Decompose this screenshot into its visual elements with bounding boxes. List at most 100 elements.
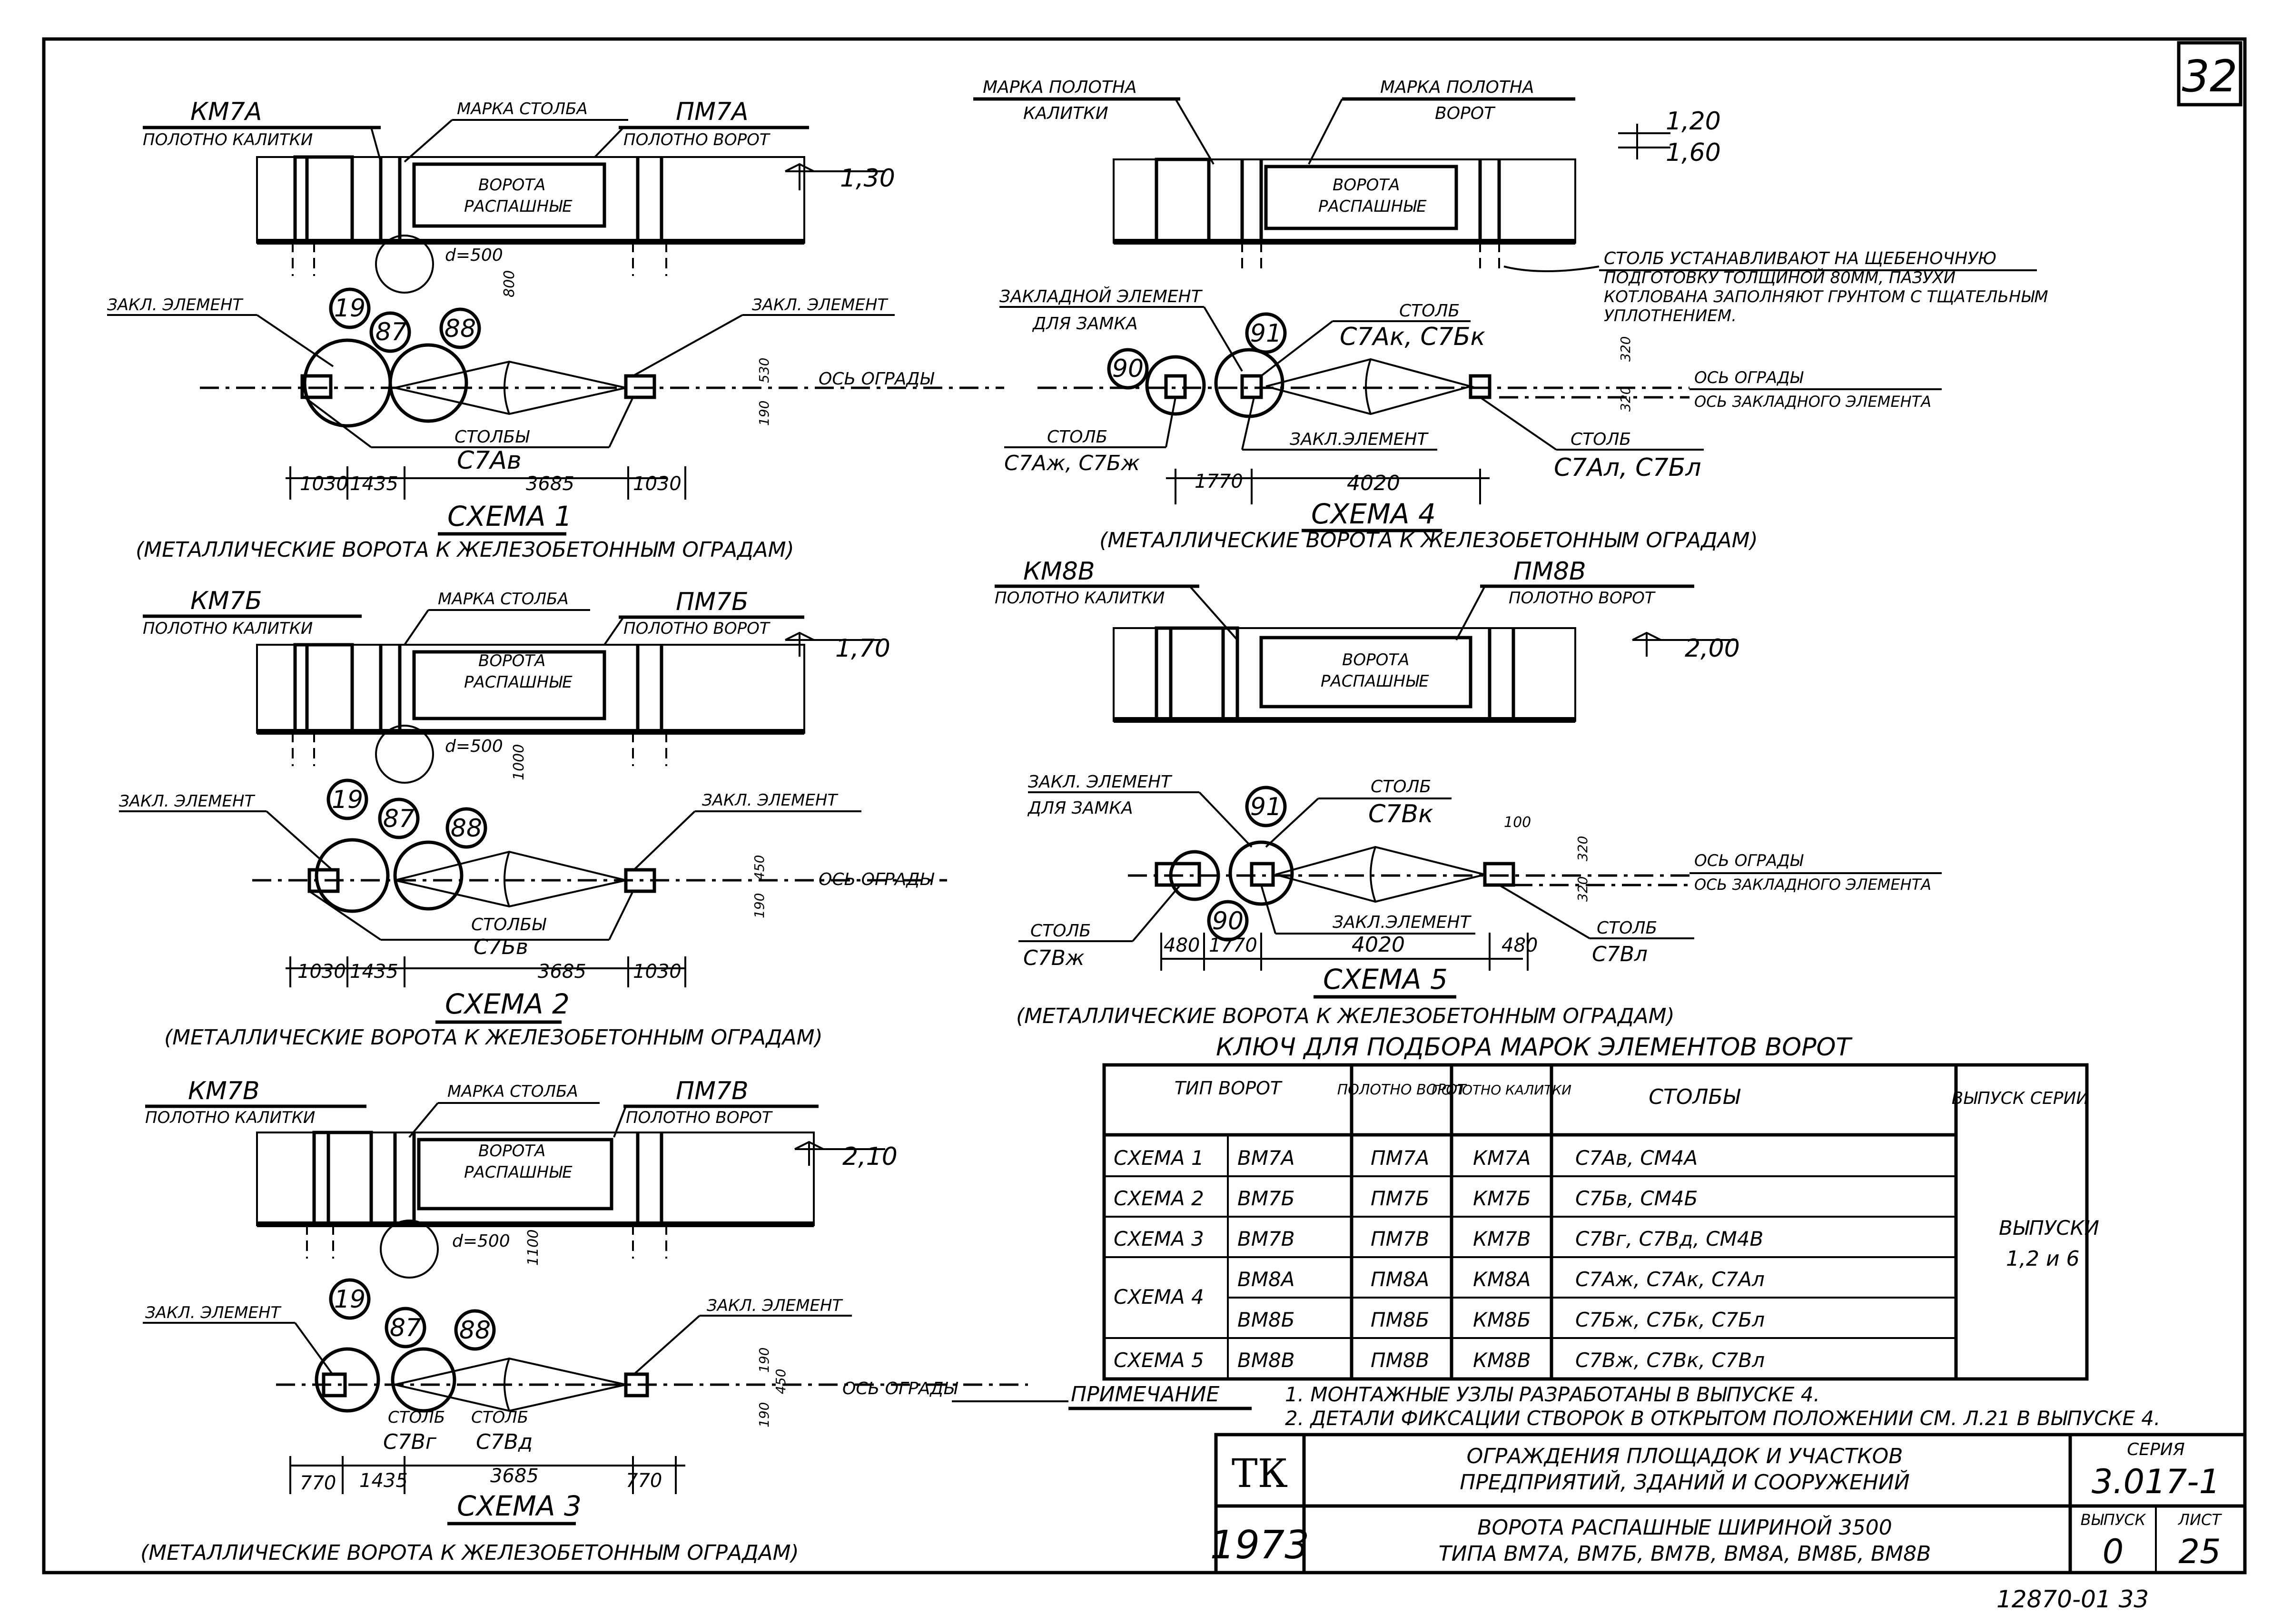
note-line-4: УПЛОТНЕНИЕМ. <box>1604 306 1737 325</box>
gate-mark: ПМ7А <box>676 98 749 126</box>
post-left-label: СТОЛБ <box>1047 427 1107 447</box>
cell-type: ВМ8Б <box>1237 1308 1295 1331</box>
table-row: СХЕМА 2 ВМ7Б ПМ7Б КМ7Б С7Бв, СМ4Б <box>1114 1187 1698 1210</box>
gate-text-1: ВОРОТА <box>1333 176 1400 195</box>
cell-scheme: СХЕМА 1 <box>1114 1146 1204 1170</box>
gate-text-1: ВОРОТА <box>478 1142 545 1161</box>
height: 1,30 <box>840 164 895 193</box>
title-2: ПРЕДПРИЯТИЙ, ЗДАНИЙ И СООРУЖЕНИЙ <box>1460 1469 1910 1495</box>
cell-type: ВМ7А <box>1237 1146 1295 1170</box>
sub-2: ТИПА ВМ7А, ВМ7Б, ВМ7В, ВМ8А, ВМ8Б, ВМ8В <box>1439 1542 1931 1566</box>
release-2: 1,2 и 6 <box>2006 1247 2080 1271</box>
scheme-4: МАРКА ПОЛОТНА КАЛИТКИ МАРКА ПОЛОТНА ВОРО… <box>973 78 2048 552</box>
post-right-label: СТОЛБ <box>471 1408 528 1427</box>
node-90: 90 <box>1212 907 1244 935</box>
dim-a: 480 <box>1164 935 1200 956</box>
note-label: ПРИМЕЧАНИЕ <box>1071 1382 1220 1407</box>
dim-d: 1030 <box>633 961 682 983</box>
scheme-1: КМ7А ПОЛОТНО КАЛИТКИ МАРКА СТОЛБА ПМ7А П… <box>107 98 1004 562</box>
cell-gate: ПМ7В <box>1371 1227 1429 1250</box>
post-right-mark: С7Вл <box>1592 942 1648 966</box>
dim-a: 1770 <box>1195 471 1243 492</box>
sheet-number-box <box>2177 41 2242 107</box>
axis-1: ОСЬ ОГРАДЫ <box>1694 368 1804 387</box>
dim-a: 1030 <box>300 473 348 495</box>
axis: ОСЬ ОГРАДЫ <box>819 870 934 889</box>
embed: ЗАКЛ.ЭЛЕМЕНТ <box>1290 430 1429 449</box>
scheme-5: КМ8В ПОЛОТНО КАЛИТКИ ПМ8В ПОЛОТНО ВОРОТ … <box>995 557 1942 1028</box>
embed-left: ЗАКЛ. ЭЛЕМЕНТ <box>119 792 256 811</box>
axis: ОСЬ ОГРАДЫ <box>842 1379 958 1398</box>
dim-c: 3685 <box>490 1465 539 1487</box>
scheme-title: СХЕМА 1 <box>447 500 572 532</box>
embed-lock-1: ЗАКЛАДНОЙ ЭЛЕМЕНТ <box>999 286 1203 306</box>
node-19: 19 <box>334 1285 366 1314</box>
cell-gate: ПМ8А <box>1371 1268 1429 1291</box>
header-wicket: ПОЛОТНО КАЛИТКИ <box>1432 1082 1571 1098</box>
height-1: 1,20 <box>1666 107 1721 136</box>
cell-scheme: СХЕМА 3 <box>1114 1227 1204 1250</box>
dim-v1: 320 <box>1575 836 1590 861</box>
embed: ЗАКЛ.ЭЛЕМЕНТ <box>1333 913 1472 932</box>
height: 2,00 <box>1685 634 1740 663</box>
post-right-mark: С7Вд <box>476 1430 533 1454</box>
release-label: ВЫПУСК <box>2081 1511 2146 1529</box>
posts-mark: С7Ав <box>457 446 522 475</box>
post-right-mark: С7Ал, С7Бл <box>1554 453 1701 482</box>
node-91: 91 <box>1250 319 1282 348</box>
leaf-left-label-1: МАРКА ПОЛОТНА <box>983 78 1137 97</box>
leaf-left-label-2: КАЛИТКИ <box>1023 104 1108 123</box>
node-88: 88 <box>459 1316 491 1345</box>
axis: ОСЬ ОГРАДЫ <box>819 369 934 389</box>
note-line-2: 2. ДЕТАЛИ ФИКСАЦИИ СТВОРОК В ОТКРЫТОМ ПО… <box>1285 1407 2160 1430</box>
dim-v1: 450 <box>751 855 767 880</box>
node-87: 87 <box>390 1314 421 1342</box>
embed-lock-1: ЗАКЛ. ЭЛЕМЕНТ <box>1028 772 1173 792</box>
notes: ПРИМЕЧАНИЕ 1. МОНТАЖНЫЕ УЗЛЫ РАЗРАБОТАНЫ… <box>952 1382 2160 1430</box>
node-87: 87 <box>383 805 415 833</box>
embed-left: ЗАКЛ. ЭЛЕМЕНТ <box>107 295 244 315</box>
table-row: СХЕМА 4 ВМ8А ПМ8А КМ8А С7Аж, С7Ак, С7Ал <box>1114 1268 1765 1309</box>
dim-v1: 320 <box>1618 336 1633 362</box>
cell-posts: С7Бж, С7Бк, С7Бл <box>1575 1308 1765 1331</box>
dim-v2: 450 <box>773 1369 789 1394</box>
scheme-3: КМ7В ПОЛОТНО КАЛИТКИ МАРКА СТОЛБА ПМ7В П… <box>140 1077 1028 1565</box>
dim-c: 4020 <box>1352 933 1405 957</box>
release: 0 <box>2103 1532 2124 1571</box>
scheme-title: СХЕМА 3 <box>457 1490 582 1522</box>
gate-mark: ПМ7В <box>676 1077 749 1105</box>
scheme-title: СХЕМА 5 <box>1323 963 1448 995</box>
node-19: 19 <box>332 786 363 814</box>
diameter: d=500 <box>452 1231 510 1251</box>
gate-mark: ПМ7Б <box>676 588 749 616</box>
cell-gate: ПМ8В <box>1371 1348 1429 1372</box>
dim-b: 1435 <box>359 1470 408 1492</box>
node-88: 88 <box>445 315 476 343</box>
footer-code: 12870-01 33 <box>1996 1585 2149 1613</box>
axis-1: ОСЬ ОГРАДЫ <box>1694 851 1804 870</box>
table-row: ВМ8Б ПМ8Б КМ8Б С7Бж, С7Бк, С7Бл <box>1237 1308 1765 1331</box>
sheet: 25 <box>2178 1532 2221 1571</box>
scheme-title: СХЕМА 2 <box>445 988 570 1020</box>
dim-a: 770 <box>300 1472 336 1494</box>
scheme-subtitle: (МЕТАЛЛИЧЕСКИЕ ВОРОТА К ЖЕЛЕЗОБЕТОННЫМ О… <box>140 1541 799 1565</box>
wicket-label: ПОЛОТНО КАЛИТКИ <box>143 619 313 638</box>
dim-d: 770 <box>626 1470 662 1492</box>
posts-label: СТОЛБЫ <box>454 427 530 447</box>
gate-label: ПОЛОТНО ВОРОТ <box>626 1108 773 1127</box>
depth: 1100 <box>525 1230 542 1266</box>
gate-label: ПОЛОТНО ВОРОТ <box>623 130 771 149</box>
cell-posts: С7Вг, С7Вд, СМ4В <box>1575 1227 1763 1250</box>
wicket-label: ПОЛОТНО КАЛИТКИ <box>145 1108 315 1127</box>
org: ТК <box>1232 1451 1288 1496</box>
gate-label: ПОЛОТНО ВОРОТ <box>623 619 771 638</box>
series-label: СЕРИЯ <box>2127 1440 2185 1459</box>
height: 1,70 <box>835 634 890 663</box>
leaf-right-label-2: ВОРОТ <box>1435 104 1496 123</box>
post-mark-label: МАРКА СТОЛБА <box>438 590 569 609</box>
cell-gate: ПМ7Б <box>1371 1187 1429 1210</box>
cell-posts: С7Аж, С7Ак, С7Ал <box>1575 1268 1765 1291</box>
scheme-subtitle: (МЕТАЛЛИЧЕСКИЕ ВОРОТА К ЖЕЛЕЗОБЕТОННЫМ О… <box>136 538 794 562</box>
dim-d: 1030 <box>633 473 682 495</box>
node-19: 19 <box>334 294 366 323</box>
